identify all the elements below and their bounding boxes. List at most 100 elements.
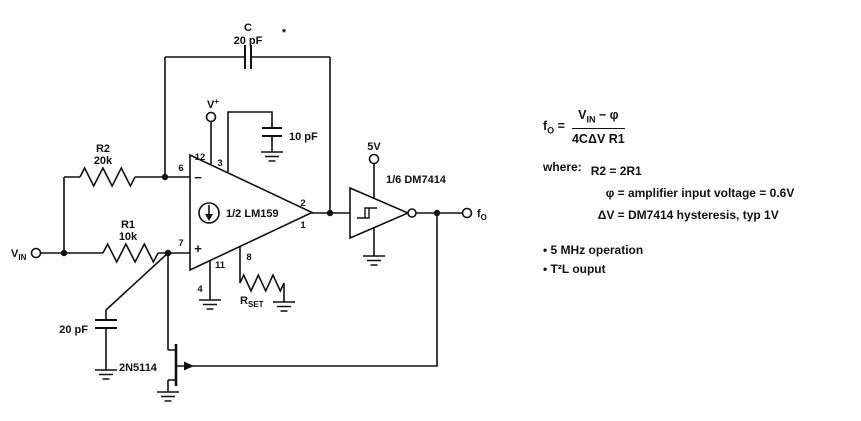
rset-wire	[239, 246, 285, 302]
jfet-drain-source-wire	[167, 253, 176, 392]
inverter-bubble-icon	[407, 208, 417, 218]
junction-dots	[60, 173, 441, 257]
rset-label: RSET	[240, 295, 264, 309]
current-source-arrowhead	[205, 214, 213, 221]
ground-icon	[157, 391, 179, 402]
r1-name-label: R1	[121, 219, 135, 231]
formula-lhs: fO =	[543, 119, 565, 136]
feedback-cap-loop-wire	[164, 56, 331, 213]
junction-dot	[326, 209, 334, 217]
formula-fraction: VIN − φ 4CΔV R1	[571, 108, 625, 146]
where-block: where: R2 = 2R1 φ = amplifier input volt…	[543, 160, 855, 226]
cap-20pf-icon	[95, 319, 117, 329]
capacitors	[95, 45, 282, 329]
numerator-rest: − φ	[595, 108, 619, 122]
schmitt-inverter-symbol	[349, 186, 417, 240]
bullet-item: T²L ouput	[543, 260, 855, 279]
cap20-branch-wire	[105, 252, 169, 370]
ground-icon	[363, 255, 385, 266]
cap-c-name-label: C	[244, 22, 252, 34]
fo-label: fO	[477, 208, 487, 222]
fo-base: f	[477, 208, 481, 220]
pin-3-label: 3	[217, 158, 222, 169]
junction-dot	[164, 249, 172, 257]
inverter-triangle	[349, 186, 411, 240]
junction-dot	[60, 249, 68, 257]
cap-c-value-label: 20 pF	[234, 35, 263, 47]
formula-numerator: VIN − φ	[571, 108, 625, 129]
where-lines: R2 = 2R1 φ = amplifier input voltage = 0…	[591, 160, 795, 226]
cap-c-star-label: *	[282, 27, 287, 39]
cap-20pf-label: 20 pF	[59, 324, 88, 336]
current-source-icon	[198, 202, 220, 224]
opamp-minus-label: −	[194, 170, 202, 185]
resistor-r2-icon	[79, 166, 136, 188]
vplus-terminal	[205, 111, 217, 123]
rset-base: R	[240, 295, 248, 307]
where-line: R2 = 2R1	[590, 163, 642, 178]
terminals	[30, 111, 473, 259]
ground-icon	[199, 299, 221, 310]
formula-fo-base: f	[543, 118, 548, 133]
formula-fo-sub: O	[547, 125, 555, 135]
pin-11-label: 11	[215, 260, 226, 271]
pin-7-label: 7	[178, 238, 183, 249]
ground-icon	[95, 369, 117, 380]
pin-6-label: 6	[178, 163, 183, 174]
fo-formula: fO = VIN − φ 4CΔV R1	[543, 108, 855, 146]
pin-4-label: 4	[197, 284, 203, 295]
vplus-base: V	[207, 99, 215, 111]
formula-denominator: 4CΔV R1	[571, 131, 625, 146]
jfet-gate-arrow-icon	[184, 361, 194, 371]
formula-equals: =	[557, 118, 565, 133]
5v-label: 5V	[367, 141, 381, 153]
numerator-v: V	[578, 108, 587, 122]
resistor-rset-icon	[239, 273, 285, 293]
where-line: φ = amplifier input voltage = 0.6V	[605, 185, 795, 200]
hysteresis-icon	[357, 207, 377, 219]
ground-icon	[273, 301, 295, 312]
inverter-label: 1/6 DM7414	[386, 174, 447, 186]
vplus-label: V+	[207, 97, 219, 111]
vin-terminal	[30, 247, 42, 259]
jfet-symbol	[174, 344, 194, 386]
ground-symbols	[95, 151, 385, 402]
pin-12-label: 12	[195, 152, 206, 163]
ground-icon	[261, 151, 283, 162]
opamp-label: 1/2 LM159	[226, 208, 279, 220]
pin-8-label: 8	[246, 252, 251, 263]
gate-feedback-wire	[176, 213, 438, 367]
pin-1-label: 1	[300, 220, 306, 231]
numerator-sub: IN	[586, 114, 596, 125]
where-line: ΔV = DM7414 hysteresis, typ 1V	[597, 207, 779, 222]
cap-10pf-label: 10 pF	[289, 131, 318, 143]
r1-value-label: 10k	[119, 231, 138, 243]
jfet-label: 2N5114	[119, 362, 158, 374]
fo-terminal	[461, 207, 473, 219]
r2-value-label: 20k	[94, 155, 113, 167]
junction-dot	[161, 173, 169, 181]
r2-name-label: R2	[96, 143, 110, 155]
circuit-schematic: C 20 pF * V+ 10 pF R2 20k R1 10k VIN − +…	[11, 22, 487, 402]
bullet-item: 5 MHz operation	[543, 241, 855, 260]
opamp-triangle	[189, 153, 314, 272]
schematic-labels: C 20 pF * V+ 10 pF R2 20k R1 10k VIN − +…	[11, 22, 487, 374]
fo-sub: O	[481, 213, 487, 222]
junction-dot	[433, 209, 441, 217]
bypass-cap-wire	[227, 111, 273, 172]
cap-c-icon	[244, 45, 252, 69]
vplus-sup: +	[214, 97, 219, 106]
feature-bullets: 5 MHz operation T²L ouput	[543, 241, 855, 279]
where-label: where:	[543, 159, 582, 174]
vin-sub: IN	[18, 253, 26, 262]
vin-base: V	[11, 248, 19, 260]
5v-terminal	[368, 153, 380, 165]
cap-10pf-icon	[262, 127, 282, 137]
rset-sub: SET	[248, 300, 264, 309]
opamp-symbol	[189, 153, 314, 272]
resistor-r1-icon	[102, 242, 159, 264]
opamp-plus-label: +	[194, 241, 202, 256]
vin-label: VIN	[11, 248, 27, 262]
notes-panel: fO = VIN − φ 4CΔV R1 where: R2 = 2R1 φ =…	[543, 108, 855, 279]
